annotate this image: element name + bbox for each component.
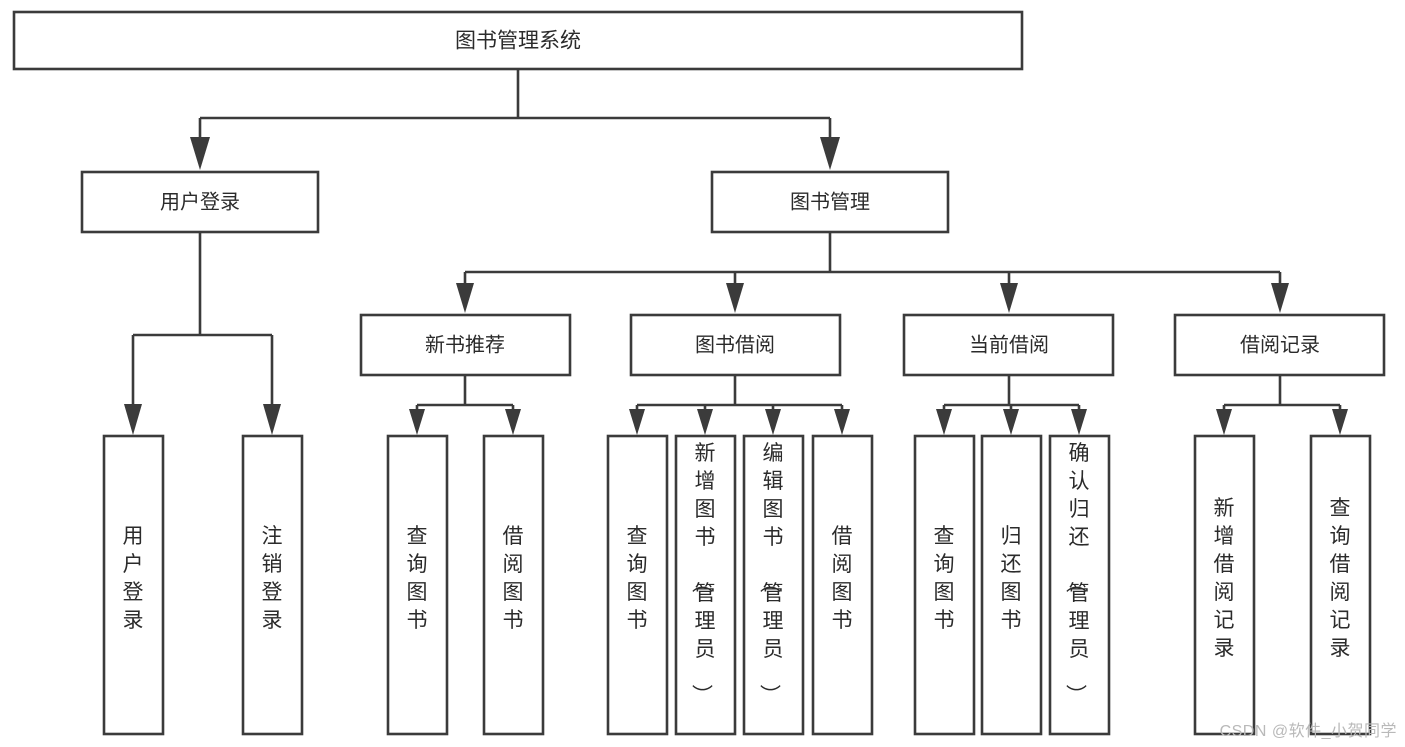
leaf-user-login-2[interactable]: 注销登录 — [241, 434, 304, 736]
node-borrow-record-label: 借阅记录 — [1240, 333, 1320, 356]
node-root-box — [12, 10, 1024, 71]
leaf-book-borrow-2-label: 新增图书（管理员） — [690, 442, 716, 705]
node-book-management[interactable]: 图书管理 — [710, 170, 950, 234]
leaf-book-borrow-4-label: 借阅图书 — [832, 525, 853, 632]
leaf-current-borrow-2[interactable]: 归还图书 — [980, 434, 1043, 736]
node-book-borrow[interactable]: 图书借阅 — [629, 313, 842, 377]
node-borrow-record[interactable]: 借阅记录 — [1173, 313, 1386, 377]
leaf-current-borrow-2-box — [980, 434, 1043, 736]
leaf-new-book-1-box — [386, 434, 449, 736]
arrowhead-user-login — [190, 137, 210, 170]
node-current-borrow[interactable]: 当前借阅 — [902, 313, 1115, 377]
arrowhead-book-mgmt — [820, 137, 840, 170]
leaf-new-book-2[interactable]: 借阅图书 — [482, 434, 545, 736]
leaf-book-borrow-4-box — [811, 434, 874, 736]
arrowhead-bb-leaf4 — [834, 409, 850, 435]
leaf-borrow-record-2-box — [1309, 434, 1372, 736]
leaf-current-borrow-1-label: 查询图书 — [934, 525, 955, 632]
leaf-user-login-2-box — [241, 434, 304, 736]
leaf-current-borrow-1[interactable]: 查询图书 — [913, 434, 976, 736]
leaf-current-borrow-3-box — [1048, 434, 1111, 736]
leaf-book-borrow-3[interactable]: 编辑图书（管理员） — [742, 434, 805, 736]
leaf-current-borrow-2-label: 归还图书 — [1001, 525, 1022, 632]
arrowhead-ul-leaf2 — [263, 404, 281, 435]
leaf-book-borrow-4[interactable]: 借阅图书 — [811, 434, 874, 736]
leaf-borrow-record-1-label: 新增借阅记录 — [1214, 497, 1235, 660]
node-borrow-record-box — [1173, 313, 1386, 377]
arrowhead-book-borrow — [726, 283, 744, 313]
leaf-current-borrow-1-box — [913, 434, 976, 736]
node-user-login-box — [80, 170, 320, 234]
leaf-user-login-1[interactable]: 用户登录 — [102, 434, 165, 736]
leaf-book-borrow-2-box — [674, 434, 737, 736]
leaf-user-login-1-box — [102, 434, 165, 736]
arrowhead-cb-leaf2 — [1003, 409, 1019, 435]
arrowhead-borrow-record — [1271, 283, 1289, 313]
leaf-book-borrow-3-box — [742, 434, 805, 736]
node-new-book-recommend-label: 新书推荐 — [425, 333, 505, 356]
arrowhead-nb-leaf2 — [505, 409, 521, 435]
arrowhead-cb-leaf3 — [1071, 409, 1087, 435]
node-new-book-recommend-box — [359, 313, 572, 377]
node-book-management-box — [710, 170, 950, 234]
leaf-new-book-1-label: 查询图书 — [407, 525, 428, 632]
arrowhead-bb-leaf1 — [629, 409, 645, 435]
leaf-borrow-record-1-box — [1193, 434, 1256, 736]
leaf-book-borrow-3-label: 编辑图书（管理员） — [758, 442, 784, 705]
leaf-borrow-record-2[interactable]: 查询借阅记录 — [1309, 434, 1372, 736]
connector-layer — [124, 69, 1348, 435]
node-new-book-recommend[interactable]: 新书推荐 — [359, 313, 572, 377]
arrowhead-bb-leaf3 — [765, 409, 781, 435]
arrowhead-ul-leaf1 — [124, 404, 142, 435]
node-current-borrow-label: 当前借阅 — [969, 333, 1049, 356]
node-book-borrow-box — [629, 313, 842, 377]
arrowhead-nb-leaf1 — [409, 409, 425, 435]
arrowhead-br-leaf2 — [1332, 409, 1348, 435]
leaf-user-login-2-label: 注销登录 — [262, 525, 283, 632]
node-book-borrow-label: 图书借阅 — [695, 333, 775, 356]
leaf-current-borrow-3-label: 确认归还（管理员） — [1064, 442, 1090, 705]
leaf-book-borrow-1-box — [606, 434, 669, 736]
arrowhead-current-borrow — [1000, 283, 1018, 313]
leaf-user-login-1-label: 用户登录 — [123, 525, 144, 632]
node-user-login[interactable]: 用户登录 — [80, 170, 320, 234]
leaf-new-book-2-box — [482, 434, 545, 736]
leaf-borrow-record-1[interactable]: 新增借阅记录 — [1193, 434, 1256, 736]
arrowhead-br-leaf1 — [1216, 409, 1232, 435]
arrowhead-new-book — [456, 283, 474, 313]
node-root-label: 图书管理系统 — [455, 30, 581, 53]
node-root-system[interactable]: 图书管理系统 — [12, 10, 1024, 71]
leaf-new-book-2-label: 借阅图书 — [503, 525, 524, 632]
leaf-book-borrow-1[interactable]: 查询图书 — [606, 434, 669, 736]
node-book-management-label: 图书管理 — [790, 190, 870, 213]
leaf-current-borrow-3[interactable]: 确认归还（管理员） — [1048, 434, 1111, 736]
node-current-borrow-box — [902, 313, 1115, 377]
node-user-login-label: 用户登录 — [160, 190, 240, 213]
arrowhead-bb-leaf2 — [697, 409, 713, 435]
leaf-book-borrow-2[interactable]: 新增图书（管理员） — [674, 434, 737, 736]
leaf-book-borrow-1-label: 查询图书 — [627, 525, 648, 632]
leaf-new-book-1[interactable]: 查询图书 — [386, 434, 449, 736]
leaf-borrow-record-2-label: 查询借阅记录 — [1330, 497, 1351, 660]
arrowhead-cb-leaf1 — [936, 409, 952, 435]
